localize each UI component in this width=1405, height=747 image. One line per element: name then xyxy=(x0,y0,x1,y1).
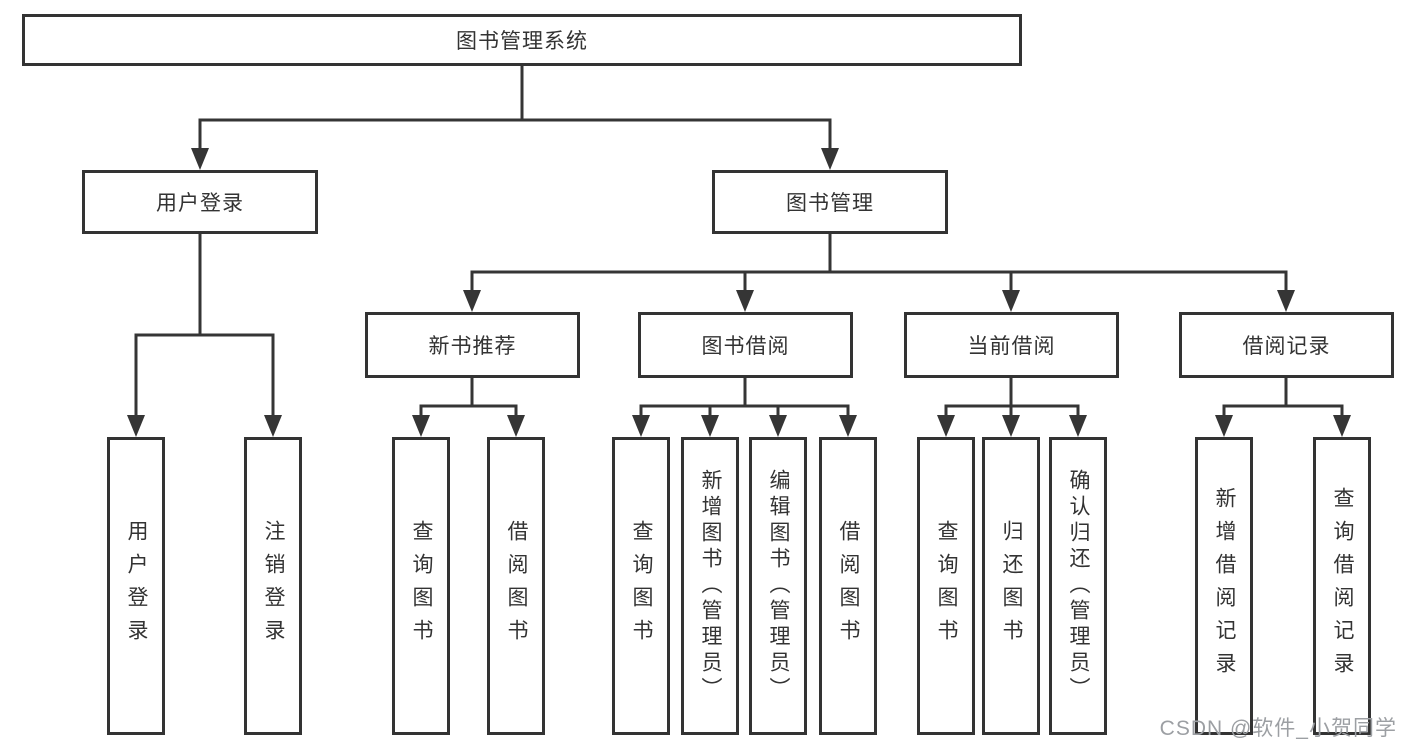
edges-new-book-recommend-children xyxy=(412,376,525,437)
node-nbr-borrow-books-label: 借阅图书 xyxy=(505,520,529,652)
node-borrowing-records: 借阅记录 xyxy=(1179,312,1394,378)
node-bb-add-books-admin: 新增图书（管理员） xyxy=(681,437,739,735)
edges-root-to-level2 xyxy=(191,64,839,170)
arrowhead xyxy=(412,415,430,437)
node-cb-query-books-label: 查询图书 xyxy=(935,520,959,652)
edges-user-login-children xyxy=(127,232,282,437)
arrowhead xyxy=(463,290,481,312)
node-bb-borrow-books: 借阅图书 xyxy=(819,437,877,735)
node-cb-query-books: 查询图书 xyxy=(917,437,975,735)
node-user-login-label: 用户登录 xyxy=(156,192,244,215)
node-nbr-query-books-label: 查询图书 xyxy=(410,520,434,652)
node-bb-edit-books-admin: 编辑图书（管理员） xyxy=(749,437,807,735)
node-nbr-borrow-books: 借阅图书 xyxy=(487,437,545,735)
node-bb-query-books: 查询图书 xyxy=(612,437,670,735)
arrowhead xyxy=(1333,415,1351,437)
node-current-borrowing-label: 当前借阅 xyxy=(967,335,1056,358)
node-bb-query-books-label: 查询图书 xyxy=(630,520,654,652)
node-borrowing-records-label: 借阅记录 xyxy=(1242,335,1331,358)
node-cb-confirm-return-admin: 确认归还（管理员） xyxy=(1049,437,1107,735)
arrowhead xyxy=(191,148,209,170)
node-root-label: 图书管理系统 xyxy=(456,30,588,53)
arrowhead xyxy=(1277,290,1295,312)
node-book-management: 图书管理 xyxy=(712,170,948,234)
edges-book-borrowing-children xyxy=(632,376,857,437)
node-br-add-record: 新增借阅记录 xyxy=(1195,437,1253,735)
arrowhead xyxy=(632,415,650,437)
arrowhead xyxy=(839,415,857,437)
node-leaf-user-login: 用户登录 xyxy=(107,437,165,735)
edges-current-borrowing-children xyxy=(937,376,1087,437)
node-bb-borrow-books-label: 借阅图书 xyxy=(837,520,861,652)
node-book-borrowing: 图书借阅 xyxy=(638,312,853,378)
arrowhead xyxy=(736,290,754,312)
arrowhead xyxy=(264,415,282,437)
node-br-query-record-label: 查询借阅记录 xyxy=(1331,487,1355,685)
node-br-query-record: 查询借阅记录 xyxy=(1313,437,1371,735)
node-leaf-logout-label: 注销登录 xyxy=(262,520,286,652)
edges-borrowing-records-children xyxy=(1215,376,1351,437)
node-current-borrowing: 当前借阅 xyxy=(904,312,1119,378)
arrowhead xyxy=(821,148,839,170)
node-root: 图书管理系统 xyxy=(22,14,1022,66)
node-cb-return-books: 归还图书 xyxy=(982,437,1040,735)
arrowhead xyxy=(1002,290,1020,312)
arrowhead xyxy=(1069,415,1087,437)
csdn-watermark: CSDN @软件_小贺同学 xyxy=(1159,717,1397,740)
node-bb-add-books-admin-label: 新增图书（管理员） xyxy=(699,469,723,703)
node-cb-confirm-return-admin-label: 确认归还（管理员） xyxy=(1067,469,1091,703)
edges-book-management-children xyxy=(463,232,1295,312)
node-leaf-logout: 注销登录 xyxy=(244,437,302,735)
node-book-borrowing-label: 图书借阅 xyxy=(701,335,790,358)
arrowhead xyxy=(769,415,787,437)
node-new-book-recommend: 新书推荐 xyxy=(365,312,580,378)
arrowhead xyxy=(127,415,145,437)
node-nbr-query-books: 查询图书 xyxy=(392,437,450,735)
node-br-add-record-label: 新增借阅记录 xyxy=(1213,487,1237,685)
arrowhead xyxy=(1002,415,1020,437)
node-user-login: 用户登录 xyxy=(82,170,318,234)
node-bb-edit-books-admin-label: 编辑图书（管理员） xyxy=(767,469,791,703)
arrowhead xyxy=(701,415,719,437)
node-new-book-recommend-label: 新书推荐 xyxy=(428,335,517,358)
arrowhead xyxy=(937,415,955,437)
arrowhead xyxy=(1215,415,1233,437)
node-cb-return-books-label: 归还图书 xyxy=(1000,520,1024,652)
node-leaf-user-login-label: 用户登录 xyxy=(125,520,149,652)
node-book-management-label: 图书管理 xyxy=(786,192,874,215)
arrowhead xyxy=(507,415,525,437)
